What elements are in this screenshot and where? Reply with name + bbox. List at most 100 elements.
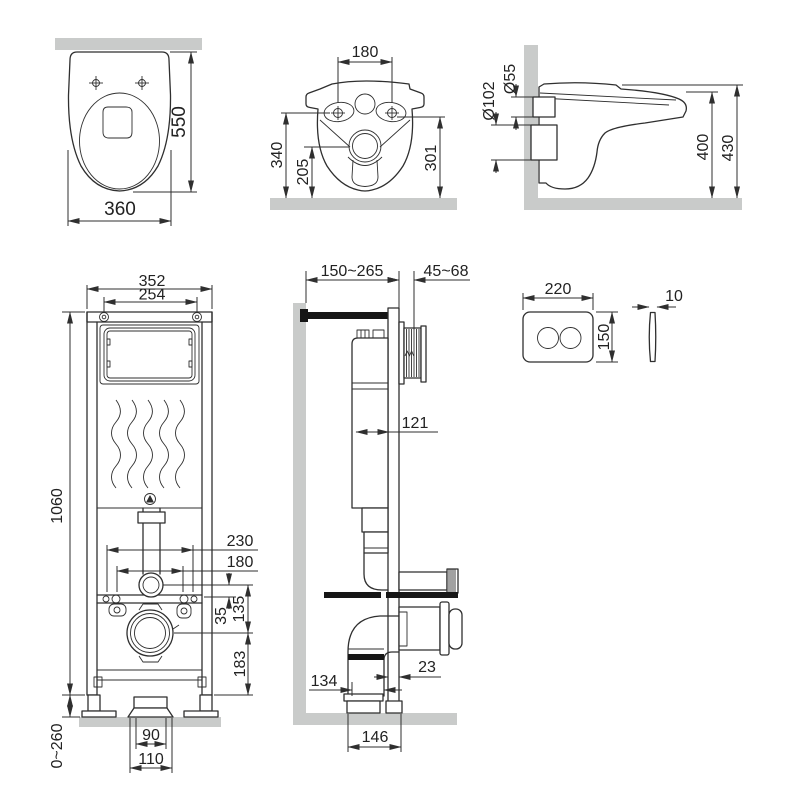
floor-surface (270, 198, 457, 210)
dim-label-hole-spacing: 180 (352, 44, 379, 61)
dim-plate-width: 220 (522, 281, 594, 310)
dim-base-depth: 146 (347, 714, 402, 752)
dim-frame-height: 1060 (49, 311, 85, 696)
toilet-outlet-connector (398, 601, 463, 656)
dim-label-340: 340 (269, 142, 286, 169)
outlet-base-neck (133, 696, 168, 709)
cistern-insulation-waves (111, 399, 185, 489)
bracket-slots (108, 603, 192, 619)
dim-label-rim-height: 400 (695, 134, 712, 161)
dim-label-base-depth: 146 (362, 729, 389, 746)
dim-label-stud-spacing: 180 (227, 554, 254, 571)
dim-label-panel-width: 254 (139, 287, 166, 304)
dim-tank-depth: 121 (355, 415, 438, 435)
floor-surface (524, 198, 742, 210)
dim-label-foot-adjust: 0~260 (49, 723, 66, 768)
rail-clip-right (197, 676, 207, 688)
frame-feet (81, 694, 219, 718)
flush-valve-top (372, 329, 385, 339)
dim-install-depth: 150~265 (305, 263, 400, 308)
dim-label-plate-height: 150 (596, 324, 613, 351)
access-panel (99, 324, 200, 385)
dim-label-offset-35: 35 (213, 607, 230, 625)
wall-bracket-rod (307, 312, 388, 319)
dim-rim-height: 400 (686, 91, 718, 199)
dim-label-install-depth: 150~265 (321, 263, 384, 280)
seat-ring (79, 92, 160, 190)
bellows-mark (404, 350, 415, 357)
dim-label-offset-135: 135 (231, 596, 248, 623)
floor-surface (293, 713, 457, 725)
mounting-bar-left (324, 592, 381, 598)
dim-label-wall-pass-depth: 45~68 (424, 263, 469, 280)
drain-port (126, 603, 180, 663)
dim-label-outer-hole-spacing: 230 (227, 533, 254, 550)
wall-surface (55, 38, 202, 50)
dim-label-flush-diameter: Ø55 (502, 64, 519, 94)
frame-structure (86, 311, 213, 696)
dim-plate-thickness: 10 (632, 288, 683, 310)
brand-logo-mark (144, 493, 156, 505)
dim-label-depth: 550 (169, 106, 190, 138)
toilet-bowl-outline (67, 51, 172, 192)
dim-foot-adjust: 0~260 (49, 694, 80, 768)
dim-label-outlet-base-width: 110 (138, 751, 164, 768)
dim-label-elbow-offset: 134 (311, 673, 338, 690)
frame-profile (387, 307, 400, 706)
outlet-hole-inner (352, 133, 378, 159)
dim-outlet-diameter: Ø102 (481, 81, 557, 173)
flush-inlet-hole (354, 93, 376, 115)
flush-plate-edge-profile (648, 311, 657, 363)
fixing-hole-marks (89, 76, 149, 90)
dim-label-plate-thickness: 10 (665, 288, 683, 305)
view-toilet-back: 180 340 205 301 (269, 44, 457, 210)
dim-offset-183: 183 (214, 632, 253, 696)
flush-button-large (537, 327, 559, 349)
flush-pipe-stub (532, 96, 556, 118)
dim-205: 205 (295, 146, 349, 199)
flush-button-small (559, 327, 582, 349)
wall-surface (524, 45, 538, 198)
dim-stud-spacing: 180 (116, 554, 258, 592)
dim-label-outlet-width: 90 (142, 727, 160, 744)
dim-hole-spacing: 180 (337, 44, 393, 103)
view-installation-frame-side: 150~265 45~68 121 23 134 (293, 263, 470, 752)
dim-301: 301 (397, 116, 445, 199)
dim-label-301: 301 (423, 145, 440, 172)
dim-label-plate-width: 220 (545, 281, 572, 298)
bowl-opening (102, 106, 133, 139)
flush-elbow-port-inner (142, 576, 160, 594)
dim-label-width: 360 (104, 199, 136, 220)
dim-outer-hole-spacing: 230 (106, 533, 258, 592)
dim-frame-width: 352 (86, 273, 213, 309)
dim-elbow-offset: 134 (309, 673, 402, 696)
dim-label-outlet-diameter: Ø102 (481, 81, 498, 120)
outlet-base-skirt (127, 707, 174, 718)
dim-profile-depth: 23 (374, 659, 441, 680)
dim-offset-35: 35 (163, 573, 253, 625)
fill-valve-cap (356, 329, 370, 339)
shell-contours (319, 119, 411, 166)
dim-overall-height: 430 (622, 84, 743, 199)
dim-340: 340 (269, 112, 330, 199)
dim-panel-width: 254 (103, 287, 198, 313)
view-installation-frame-front: 352 254 1060 0~260 230 (49, 273, 258, 773)
outlet-pipe-stub (530, 124, 558, 161)
dim-label-profile-depth: 23 (418, 659, 436, 676)
trapway-channel (351, 159, 379, 187)
frame-foot (385, 700, 403, 714)
dim-label-overall-height: 430 (720, 135, 737, 162)
drain-elbow (343, 615, 400, 714)
seat-lid-lines (539, 92, 677, 106)
dim-wall-pass-depth: 45~68 (387, 263, 470, 330)
crossbar-stud-holes (102, 594, 198, 604)
toilet-side-outline (538, 82, 687, 190)
dim-flush-diameter: Ø55 (502, 64, 533, 130)
dim-label-offset-183: 183 (232, 651, 249, 678)
dim-offset-135: 135 (174, 584, 253, 634)
dim-plate-height: 150 (596, 311, 618, 363)
mounting-bar-right (386, 592, 458, 598)
dim-outlet-base-width: 110 (129, 718, 173, 773)
dim-label-frame-height: 1060 (49, 488, 66, 524)
